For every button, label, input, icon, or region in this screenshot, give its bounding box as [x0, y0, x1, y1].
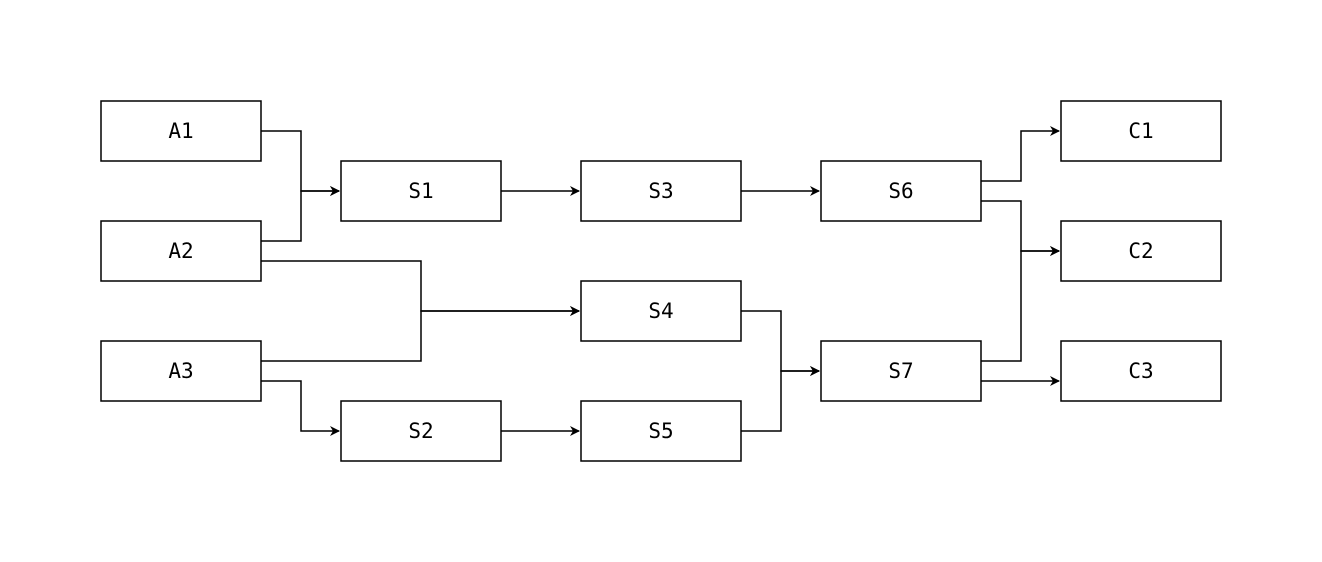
node-a2: A2: [100, 220, 262, 282]
node-s4-label: S4: [648, 299, 673, 323]
edge-a3-s2: [261, 380, 340, 436]
node-a3-label: A3: [168, 359, 193, 383]
edge-s6-c2: [981, 200, 1060, 256]
node-c2-label: C2: [1128, 239, 1153, 263]
node-s1: S1: [340, 160, 502, 222]
nodes-layer: A1 A2 A3 S1 S2 S3 S4 S5: [100, 100, 1222, 462]
node-s3: S3: [580, 160, 742, 222]
node-a1: A1: [100, 100, 262, 162]
node-s4: S4: [580, 280, 742, 342]
node-c1: C1: [1060, 100, 1222, 162]
edge-a1-s1: [261, 130, 340, 196]
node-s7: S7: [820, 340, 982, 402]
edge-s7-c2: [981, 246, 1060, 362]
node-s6-label: S6: [888, 179, 913, 203]
node-s5-label: S5: [648, 419, 673, 443]
node-c2: C2: [1060, 220, 1222, 282]
edge-s4-s7: [741, 310, 820, 376]
node-a2-label: A2: [168, 239, 193, 263]
node-s5: S5: [580, 400, 742, 462]
edge-a3-s4: [261, 306, 580, 362]
node-a3: A3: [100, 340, 262, 402]
node-s1-label: S1: [408, 179, 433, 203]
node-s6: S6: [820, 160, 982, 222]
node-c1-label: C1: [1128, 119, 1153, 143]
edge-a2-s1: [261, 186, 340, 242]
node-s3-label: S3: [648, 179, 673, 203]
node-s2-label: S2: [408, 419, 433, 443]
edge-s6-c1: [981, 126, 1060, 182]
edges-layer: [261, 126, 1060, 436]
node-a1-label: A1: [168, 119, 193, 143]
node-s2: S2: [340, 400, 502, 462]
node-c3-label: C3: [1128, 359, 1153, 383]
node-s7-label: S7: [888, 359, 913, 383]
edge-s5-s7: [741, 366, 820, 432]
node-c3: C3: [1060, 340, 1222, 402]
edge-a2-s4: [261, 260, 580, 316]
